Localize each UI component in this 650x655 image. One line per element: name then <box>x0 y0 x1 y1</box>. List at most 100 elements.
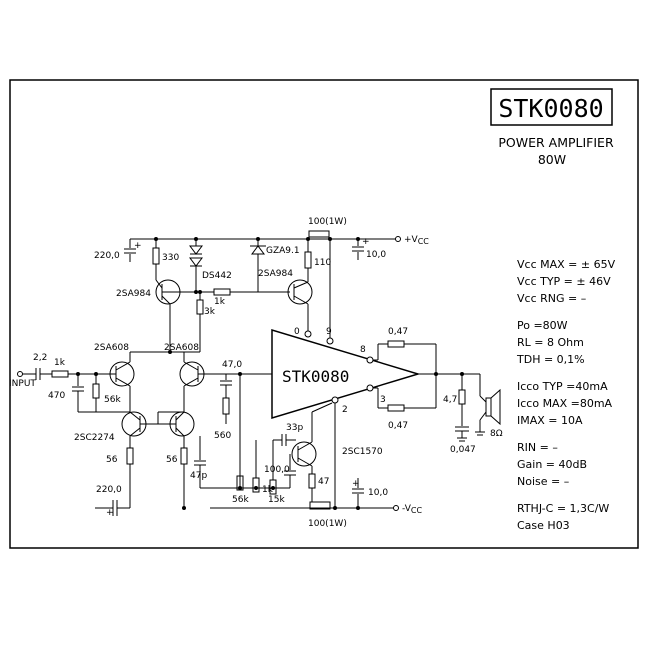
r15k-label: 15k <box>268 495 285 505</box>
transistor-2sc1570 <box>291 441 317 467</box>
vcc-pos-label: +VCC <box>404 235 429 246</box>
ic-label: STK0080 <box>282 367 349 386</box>
resistor-1k-mid <box>213 288 231 296</box>
c47-label: 47,0 <box>222 360 242 370</box>
spec-gain: Gain = 40dB <box>517 458 587 471</box>
resistor-1k-input <box>51 370 69 378</box>
svg-text:+: + <box>352 479 360 489</box>
spec-rin: RIN = – <box>517 441 558 454</box>
svg-text:+: + <box>134 241 142 251</box>
pin-2 <box>331 396 339 404</box>
spec-icco-typ: Icco TYP =40mA <box>517 380 608 393</box>
q-2sa984-left-label: 2SA984 <box>116 289 151 299</box>
input-terminal <box>17 371 23 377</box>
r4-7-label: 4,7 <box>443 395 457 405</box>
gza91-label: GZA9.1 <box>266 246 300 256</box>
c100-label: 100,0 <box>264 465 290 475</box>
pin-8 <box>366 356 374 364</box>
resistor-3k <box>196 299 204 315</box>
vcc-neg-label: -VCC <box>402 504 422 515</box>
spec-rthjc: RTHJ-C = 1,3C/W <box>517 502 609 515</box>
spec-tdh: TDH = 0,1% <box>516 353 585 366</box>
c-input-label: 2,2 <box>33 353 47 363</box>
r1k-input-label: 1k <box>54 358 66 368</box>
r100-bottom-label: 100(1W) <box>308 519 347 529</box>
title-box <box>490 88 613 126</box>
spec-vcc-typ: Vcc TYP = ± 46V <box>517 275 611 288</box>
r1k-mid-label: 1k <box>214 297 226 307</box>
svg-text:+: + <box>362 237 370 247</box>
r1k-bottom-label: 1k <box>262 485 274 495</box>
c220-bottom-label: 220,0 <box>96 485 122 495</box>
speaker <box>485 397 492 417</box>
pin-8-label: 8 <box>360 345 366 355</box>
spec-rl: RL = 8 Ohm <box>517 336 584 349</box>
resistor-047-bottom <box>387 404 405 412</box>
pin-3-label: 3 <box>380 395 386 405</box>
r3k-label: 3k <box>204 307 216 317</box>
pin-0-label: 0 <box>294 327 300 337</box>
r047-top-label: 0,47 <box>388 327 408 337</box>
spec-noise: Noise = – <box>517 475 569 488</box>
resistor-4-7 <box>458 389 466 405</box>
ds442-label: DS442 <box>202 271 232 281</box>
c10-bottom-label: 10,0 <box>368 488 388 498</box>
c470-label: 470 <box>48 391 65 401</box>
c0047-label: 0,047 <box>450 445 476 455</box>
r100-top-label: 100(1W) <box>308 217 347 227</box>
q-2sa984-right-label: 2SA984 <box>258 269 293 279</box>
r56-left-label: 56 <box>106 455 118 465</box>
transistor-2sa984-right <box>287 279 313 305</box>
r56k-bottom-label: 56k <box>232 495 249 505</box>
resistor-56k-input <box>92 383 100 399</box>
spec-case: Case H03 <box>517 519 570 532</box>
r110-label: 110 <box>314 258 331 268</box>
zener-gza91 <box>251 245 265 255</box>
q-2sc1570-label: 2SC1570 <box>342 447 383 457</box>
input-label: INPUT <box>9 379 36 389</box>
resistor-56-left <box>126 447 134 465</box>
pin-9 <box>326 337 334 345</box>
pin-0 <box>304 330 312 338</box>
spec-imax: IMAX = 10A <box>517 414 583 427</box>
drawing-border <box>9 79 639 549</box>
r560-label: 560 <box>214 431 231 441</box>
vcc-neg-terminal <box>393 505 399 511</box>
c10-top-label: 10,0 <box>366 250 386 260</box>
part-number: STK0080 <box>498 94 603 123</box>
resistor-56-right <box>180 447 188 465</box>
resistor-330 <box>152 247 160 265</box>
pin-2-label: 2 <box>342 405 348 415</box>
resistor-100-bottom <box>309 501 331 510</box>
r047-bottom-label: 0,47 <box>388 421 408 431</box>
resistor-47 <box>308 473 316 489</box>
speaker-label: 8Ω <box>490 429 503 439</box>
q-2sc2274-label: 2SC2274 <box>74 433 115 443</box>
spec-list: Vcc MAX = ± 65V Vcc TYP = ± 46V Vcc RNG … <box>516 258 616 532</box>
q-2sa608-left-label: 2SA608 <box>94 343 129 353</box>
r47-label: 47 <box>318 477 329 487</box>
resistor-047-top <box>387 340 405 348</box>
resistor-560 <box>222 397 230 415</box>
resistor-110 <box>304 251 312 269</box>
resistor-100-top <box>308 230 330 238</box>
spec-icco-max: Icco MAX =80mA <box>517 397 613 410</box>
svg-text:+: + <box>106 508 114 518</box>
spec-vcc-max: Vcc MAX = ± 65V <box>517 258 616 271</box>
power-rating: 80W <box>538 152 566 167</box>
r56-right-label: 56 <box>166 455 178 465</box>
r56k-input-label: 56k <box>104 395 121 405</box>
c47p-label: 47p <box>190 471 207 481</box>
q-2sa608-right-label: 2SA608 <box>164 343 199 353</box>
c220-top-label: 220,0 <box>94 251 120 261</box>
diode-ds442-a <box>189 245 203 255</box>
diode-ds442-b <box>189 257 203 267</box>
spec-vcc-rng: Vcc RNG = – <box>517 292 586 305</box>
subtitle: POWER AMPLIFIER <box>498 135 614 150</box>
r330-label: 330 <box>162 253 179 263</box>
pin-3 <box>366 384 374 392</box>
vcc-pos-terminal <box>395 236 401 242</box>
spec-po: Po =80W <box>517 319 568 332</box>
